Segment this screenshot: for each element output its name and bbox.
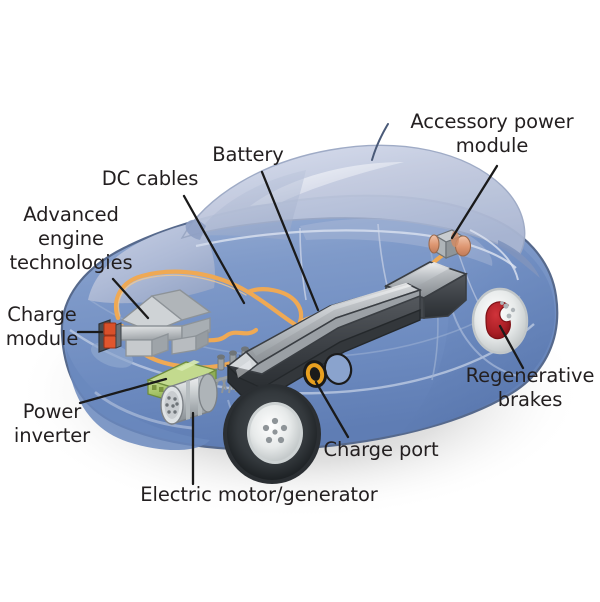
- label-battery: Battery: [212, 143, 284, 166]
- battery-pack-part: [225, 261, 468, 400]
- label-power-inverter: Power inverter: [13, 400, 91, 447]
- advanced-engine-assembly: [117, 289, 212, 357]
- label-charge-module: Charge module: [5, 303, 79, 350]
- regenerative-brake-part: [473, 289, 527, 353]
- leader-dc-cables: [182, 194, 246, 305]
- leader-regenerative-brakes: [498, 324, 525, 370]
- leader-battery: [260, 170, 320, 312]
- label-advanced-engine-technologies: Advanced engine technologies: [9, 203, 133, 274]
- front-wheel: [223, 384, 321, 484]
- leader-power-inverter: [78, 377, 168, 405]
- leader-lines: [76, 164, 525, 486]
- charge-module-part: [98, 319, 122, 353]
- charge-port-part: [302, 353, 353, 388]
- label-electric-motor-generator: Electric motor/generator: [140, 483, 378, 506]
- label-accessory-power-module: Accessory power module: [410, 110, 574, 157]
- leader-charge-port: [314, 380, 350, 439]
- label-charge-port: Charge port: [323, 438, 439, 461]
- label-regenerative-brakes: Regenerative brakes: [465, 364, 595, 411]
- leader-advanced-engine: [111, 277, 150, 320]
- vehicle-ghosted-upper: [88, 123, 540, 305]
- leader-accessory-power-module: [450, 164, 499, 240]
- label-dc-cables: DC cables: [101, 167, 199, 190]
